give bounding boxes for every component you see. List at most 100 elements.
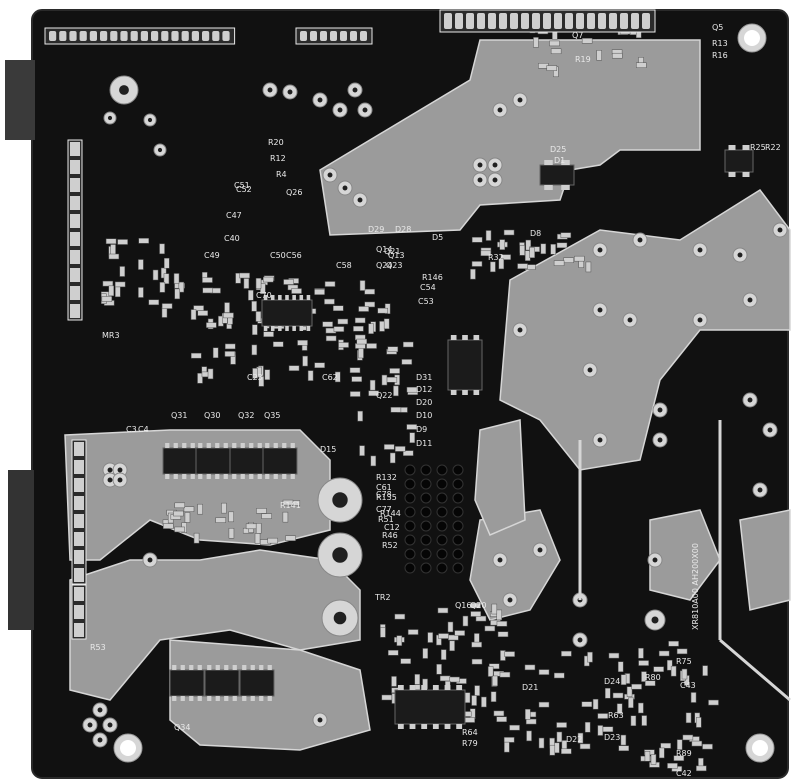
smd-component [368,323,374,334]
smd-component [659,747,665,759]
silk-label: D1 [554,156,565,165]
silk-label: R132 [376,473,397,482]
silk-label: R13 [712,39,728,48]
smd-component [470,611,481,617]
silk-label: D15 [320,445,336,454]
smd-component [504,741,510,753]
smd-component [638,660,649,666]
mosfet-q32 [229,443,265,479]
smd-component [138,259,144,270]
silk-label: C70 [256,291,272,300]
silk-label: R53 [90,643,106,652]
smd-component [553,260,565,266]
chip-pin [282,443,287,448]
smd-component [630,715,637,726]
smd-component [351,376,362,382]
smd-cluster-mid [162,499,301,545]
header-pin [222,31,230,41]
smd-component [239,272,250,279]
chip-pin [285,295,289,300]
chip-pin [273,443,278,448]
smd-component [251,344,258,356]
drill-hole [767,427,773,433]
header-top-mid [295,27,373,45]
smd-component [297,340,308,346]
mount-hole [752,740,768,756]
smd-component [556,731,563,743]
strip-pin [70,160,80,174]
bottom-right-pour [469,509,561,621]
smd-component [681,668,688,680]
smd-component [197,310,209,316]
chip-pin [206,443,211,448]
smd-component [561,748,572,755]
silk-label: Q23 [386,261,402,270]
smd-component [255,278,262,289]
pin-strip-bottom-left [71,584,87,640]
smd-component [245,523,257,530]
chip-pin [397,685,404,690]
header-pin [576,13,584,29]
header-pin [350,31,357,41]
smd-component [538,669,550,675]
smd-component [202,277,213,283]
chip-pin [224,696,229,701]
smd-component [174,288,180,300]
right-pad-pour [649,509,721,601]
smd-component [563,257,574,263]
chip-pin [223,443,228,448]
chip-body [724,149,754,173]
smd-component [364,301,375,308]
strip-pin [70,196,80,210]
smd-component [509,724,520,731]
silk-label: R16 [712,51,728,60]
drill-hole [737,252,743,258]
traces [578,420,791,702]
smd-component [691,740,703,747]
smd-component [243,278,250,289]
smd-component [498,258,505,270]
smd-component [202,287,214,294]
smd-component [474,685,480,696]
chip-pin [207,696,212,701]
strip-pin [74,568,84,582]
smd-component [538,701,550,708]
lower-left-pour [69,549,361,701]
drill-hole [587,367,593,373]
chip-pin [173,474,178,479]
smd-component [387,650,399,656]
chip-pin [544,160,553,165]
smd-component [560,232,572,238]
smd-component [193,532,200,544]
chip-pin [728,145,736,150]
drill-hole [317,97,323,103]
smd-component [173,510,184,517]
smd-component [322,321,333,328]
smd-component [488,663,500,669]
smd-component [577,732,584,744]
drill-hole [357,197,363,203]
smd-component [471,237,483,243]
mosfet-q30 [195,443,231,479]
smd-component [574,255,585,262]
smd-component [493,710,505,717]
drill-hole [287,89,293,95]
chip-pin [198,443,203,448]
smd-component [653,666,664,672]
drill-hole [657,407,663,413]
chip-body [239,669,275,697]
smd-component [349,391,361,397]
silk-label: R51 [378,515,394,524]
via [420,478,432,490]
smd-component [338,342,349,348]
chip-pin [444,724,451,729]
smd-component [102,280,114,287]
drill-hole [332,547,348,563]
via [404,534,416,546]
silk-label: C78 [376,490,392,499]
silk-label: Q35 [264,411,280,420]
smd-component [549,744,556,756]
smd-component [358,347,364,359]
